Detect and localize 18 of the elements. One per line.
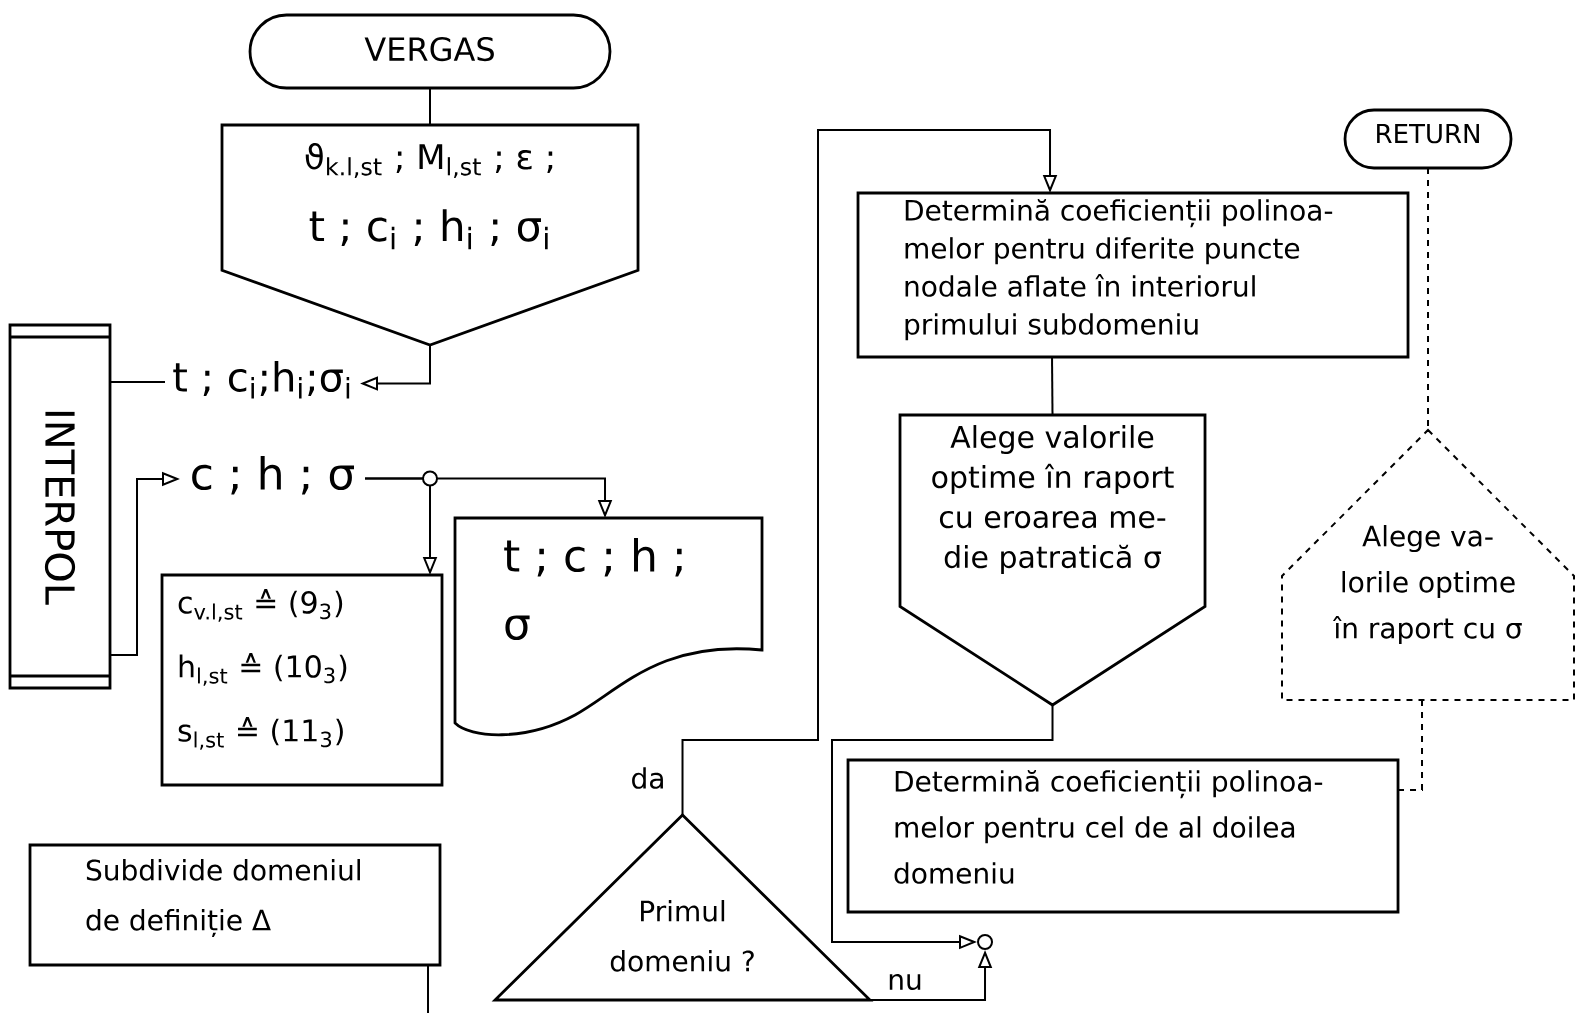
connector-line	[1051, 356, 1054, 416]
formula-text: c ; h ; σ	[192, 456, 354, 495]
predefined-process-box: INTERPOL	[8, 323, 112, 690]
arrow	[681, 129, 1058, 816]
process-box: Determină coeficienții polinoa- melor pentru diferite puncte nodale aflate în interiorul primului subdomeniu	[856, 191, 1410, 359]
connector-circle	[977, 934, 993, 950]
formula-text: t ; c$_{i}$;h$_{i}$;σ$_{i}$	[173, 361, 350, 399]
connector-line	[109, 381, 166, 383]
edge-label: da	[628, 765, 668, 791]
terminal-box: RETURN	[1343, 108, 1513, 170]
terminal-box: VERGAS	[248, 13, 612, 90]
dashed-connector-line	[1397, 699, 1423, 791]
edge-label: nu	[885, 971, 925, 993]
process-box: c$_{v.l,st}$ ≙ (9$_{3}$) h$_{l,st}$ ≙ (10$_{3}$) s$_{l,st}$ ≙ (11$_{3}$)	[160, 573, 444, 787]
connector-line	[427, 964, 429, 1013]
process-box: Subdivide domeniul de definiție Δ	[28, 843, 442, 967]
process-box: Determină coeficienții polinoa- melor pentru cel de al doilea domeniu	[846, 758, 1400, 914]
connector-line	[429, 87, 431, 126]
